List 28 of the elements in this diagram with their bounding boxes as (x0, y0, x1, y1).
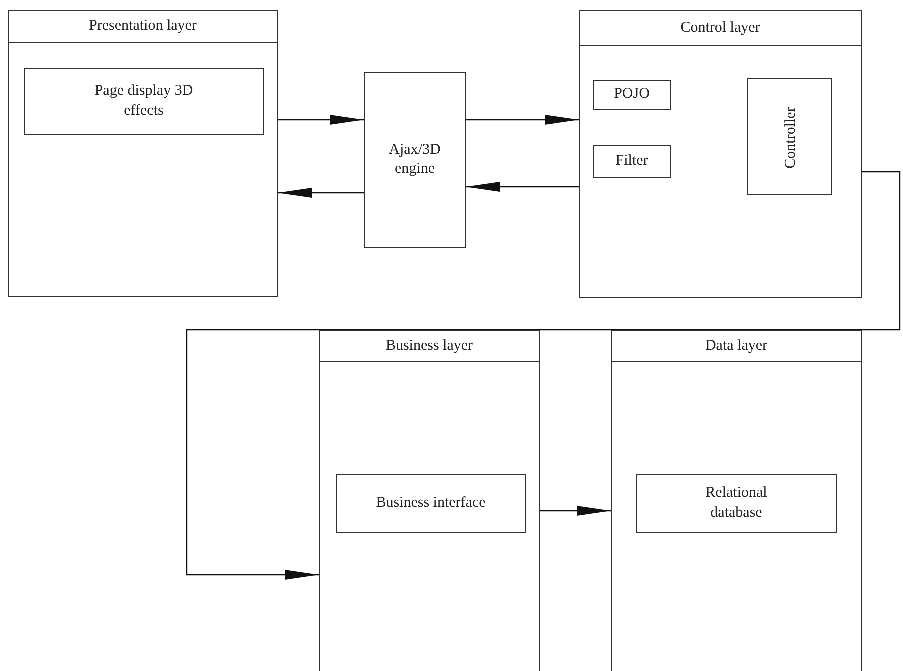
arrow (278, 188, 364, 198)
arrow (466, 115, 579, 125)
arrow (186, 171, 901, 580)
component-label: Filter (616, 152, 648, 171)
component-label: Page display 3D effects (94, 82, 194, 120)
layer-title: Data layer (705, 338, 768, 354)
component-box (636, 474, 837, 533)
layer-panel (579, 10, 862, 298)
layer-title: Control layer (680, 20, 760, 36)
component-box (747, 78, 832, 195)
component-label: Relational database (704, 484, 768, 522)
component-box (593, 145, 671, 178)
layer-panel (319, 330, 540, 671)
arrow (466, 182, 579, 192)
component-label: Controller (782, 106, 800, 170)
component-box (364, 72, 466, 248)
layer-panel (611, 330, 862, 671)
component-label: Business interface (376, 494, 486, 513)
component-box (593, 80, 671, 110)
component-label: POJO (614, 85, 650, 104)
arrow (278, 115, 364, 125)
arrow (540, 506, 611, 516)
layer-title: Presentation layer (89, 18, 197, 35)
component-box (24, 68, 264, 135)
layer-panel (8, 10, 278, 297)
component-box (336, 474, 526, 533)
component-label: Ajax/3D engine (388, 140, 442, 179)
layer-title: Business layer (386, 338, 474, 354)
